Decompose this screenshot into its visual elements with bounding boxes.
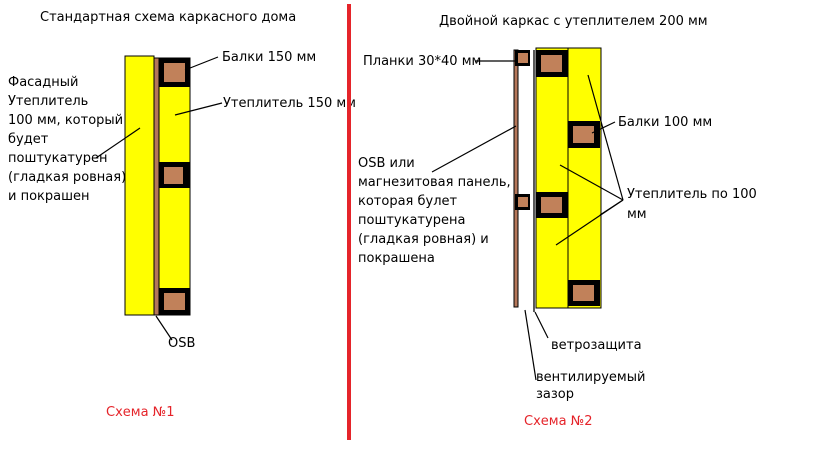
scheme1-facade-label: Фасадный Утеплитель 100 мм, который буде… [8, 75, 130, 204]
scheme1-osb-leader [155, 315, 173, 341]
scheme2-insulation-line: мм [627, 207, 647, 222]
scheme2-beam [568, 280, 600, 306]
scheme2-osb-line: поштукатурена [358, 213, 465, 228]
scheme1-facade-line: (гладкая ровная) [8, 170, 126, 185]
scheme1-beams-leader [184, 56, 219, 71]
scheme2-gap-line: вентилируемый [536, 370, 645, 385]
scheme1-facade-line: Фасадный [8, 75, 78, 90]
scheme1-facade-line: поштукатурен [8, 151, 107, 166]
scheme1-facade-leader [95, 127, 141, 159]
scheme2-insulation-line: Утеплитель по 100 [627, 187, 757, 202]
scheme1-osb-board [153, 57, 160, 316]
scheme2-batten-bottom [515, 194, 530, 210]
scheme2-osb-line: которая булет [358, 194, 458, 209]
scheme2-caption: Схема №2 [524, 414, 592, 429]
scheme2-wind-label: ветрозащита [551, 338, 642, 353]
scheme1-beams-label: Балки 150 мм [222, 50, 316, 65]
scheme2-beams-label: Балки 100 мм [618, 115, 712, 130]
scheme1-caption: Схема №1 [106, 405, 174, 420]
scheme2-insulation-leader [559, 164, 624, 201]
scheme1-beam-middle [159, 162, 190, 188]
scheme2-gap-leader [524, 309, 537, 381]
scheme2-batten-top [515, 50, 530, 66]
scheme2-beam [568, 121, 600, 148]
scheme2-insulation-leader [587, 74, 624, 201]
scheme2-gap-label: вентилируемый зазор [536, 370, 650, 402]
scheme1-title: Стандартная схема каркасного дома [40, 10, 296, 25]
scheme2-osb-line: магнезитовая панель, [358, 175, 511, 190]
scheme2-frame-insulation-1 [535, 47, 569, 309]
scheme2-osb-line: OSB или [358, 156, 415, 171]
scheme2-insulation-leader [599, 199, 624, 216]
scheme2-battens-label: Планки 30*40 мм [363, 54, 481, 69]
scheme1-facade-line: будет [8, 132, 49, 147]
scheme2-beams-leader [591, 121, 616, 134]
scheme1-insulation-leader [174, 102, 223, 116]
scheme1-insulation-label: Утеплитель 150 мм [223, 96, 356, 111]
scheme2-osb-line: (гладкая ровная) и [358, 232, 489, 247]
scheme2-beam [536, 192, 568, 218]
scheme2-osb-leader [431, 125, 517, 173]
scheme1-beam-top [159, 58, 190, 87]
scheme1-beam-bottom [159, 288, 190, 315]
scheme1-facade-line: и покрашен [8, 189, 90, 204]
scheme2-insulation-label: Утеплитель по 100 мм [627, 187, 761, 222]
scheme1-facade-line: Утеплитель [8, 94, 88, 109]
scheme2-gap-line: зазор [536, 387, 574, 402]
scheme1-osb-label: OSB [168, 336, 195, 351]
scheme1-facade-line: 100 мм, который [8, 113, 123, 128]
scheme2-osb-line: покрашена [358, 251, 435, 266]
scheme2-beam [536, 50, 568, 77]
scheme2-osb-label: OSB или магнезитовая панель, которая бул… [358, 156, 515, 266]
scheme2-wind-leader [534, 311, 549, 339]
scheme2-title: Двойной каркас с утеплителем 200 мм [439, 14, 708, 29]
scheme1-facade-insulation [124, 55, 155, 316]
